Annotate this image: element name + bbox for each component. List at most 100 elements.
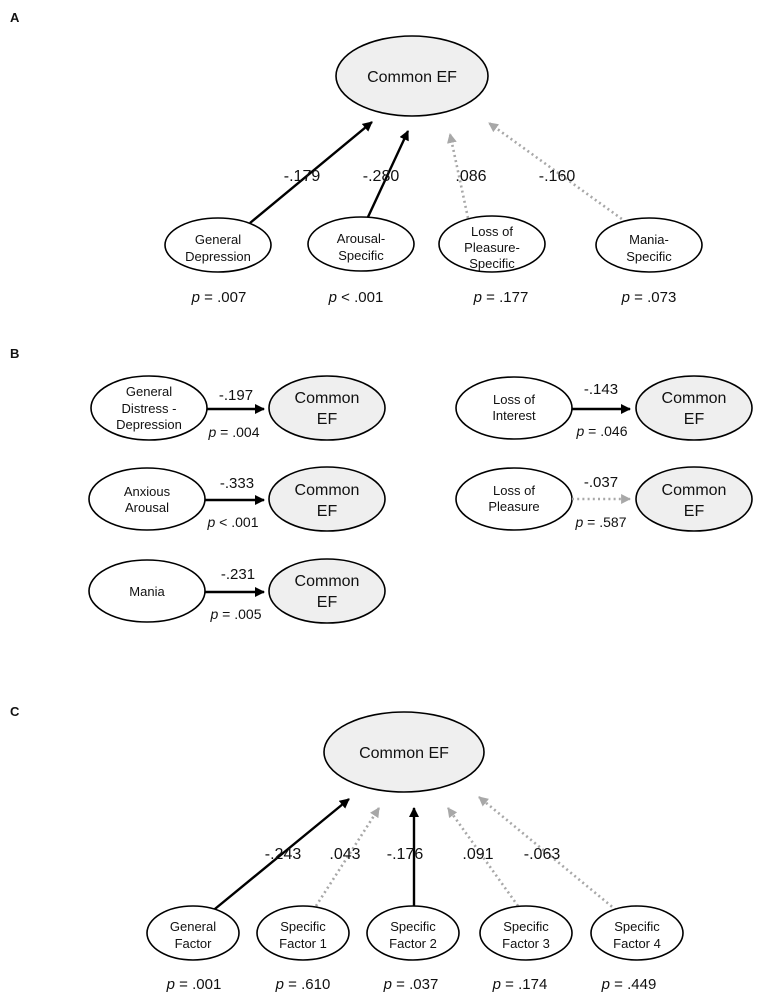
panel-a-pvalue-3-value: = .177 <box>482 289 528 306</box>
panel-c-factor-4-label-line-2: Factor 3 <box>502 936 550 951</box>
panel-c-factor-specific-2 <box>366 905 460 961</box>
panel-a-factor-3-label-line-3: Specific <box>469 256 515 271</box>
panel-b-model-4-target-line-2: EF <box>684 411 705 428</box>
panel-b-model-2-label-line-1: Anxious <box>124 484 171 499</box>
panel-b-model-2-label-line-2: Arousal <box>125 500 169 515</box>
panel-c-pvalue-1: p = .001 <box>166 976 222 993</box>
panel-a-pvalue-4-value: = .073 <box>630 289 676 306</box>
panel-c-factor-5-label-line-2: Factor 4 <box>613 936 661 951</box>
panel-a-factor-2-label-line-1: Arousal- <box>337 231 385 246</box>
panel-c-path-1 <box>209 798 350 914</box>
panel-a-coef-4: -.160 <box>539 168 576 185</box>
panel-a-common-ef-node <box>335 35 489 117</box>
panel-b-model-1-common-ef-node <box>268 375 386 441</box>
panel-a-factor-4-label-line-1: Mania- <box>629 232 669 247</box>
panel-c: Common EF -.243 .043 -.176 .091 -.063 Ge… <box>146 711 684 993</box>
panel-b-model-5-target-line-1: Common <box>662 482 727 499</box>
panel-c-coef-4: .091 <box>462 846 493 863</box>
panel-b-model-3-pvalue-value: = .005 <box>218 606 261 622</box>
panel-a-factor-1-label-line-1: General <box>195 232 241 247</box>
panel-c-path-2 <box>314 807 381 907</box>
panel-b-model-2-pvalue-prefix: p <box>207 514 216 530</box>
panel-b-model-4-label-line-1: Loss of <box>493 392 535 407</box>
panel-c-pvalue-3-prefix: p <box>383 976 392 993</box>
panel-b-model-4-pvalue: p = .046 <box>576 423 628 439</box>
panel-c-pvalue-1-prefix: p <box>166 976 175 993</box>
panel-c-pvalue-2-prefix: p <box>275 976 284 993</box>
panel-b-model-5-pvalue-value: = .587 <box>583 514 626 530</box>
panel-a-factor-3-label-line-1: Loss of <box>471 224 513 239</box>
panel-a-pvalue-4: p = .073 <box>621 289 677 306</box>
panel-a-label: A <box>10 10 20 25</box>
panel-a-factor-mania-specific <box>595 217 703 273</box>
panel-b: General Distress - Depression -.197 p = … <box>88 375 753 624</box>
panel-a-coef-3: .086 <box>455 168 486 185</box>
panel-b-model-5-label-line-2: Pleasure <box>488 499 539 514</box>
panel-b-model-2-pvalue-value: < .001 <box>215 514 258 530</box>
panel-b-model-5-pvalue: p = .587 <box>575 514 627 530</box>
panel-b-model-2-target-line-2: EF <box>317 503 338 520</box>
panel-b-model-3-coef: -.231 <box>221 566 255 583</box>
panel-b-model-1-pvalue: p = .004 <box>208 424 260 440</box>
panel-b-model-5-pvalue-prefix: p <box>575 514 584 530</box>
panel-a-factor-3-label-line-2: Pleasure- <box>464 240 520 255</box>
panel-c-path-4 <box>446 807 520 907</box>
panel-c-common-ef-node <box>323 711 485 793</box>
panel-b-model-3-label-line-1: Mania <box>129 584 165 599</box>
panel-b-model-5-label-line-1: Loss of <box>493 483 535 498</box>
panel-b-model-4-coef: -.143 <box>584 381 618 398</box>
panel-b-model-3-target-line-1: Common <box>295 573 360 590</box>
panel-c-common-ef-label: Common EF <box>359 745 449 762</box>
panel-b-model-2-common-ef-node <box>268 466 386 532</box>
panel-c-pvalue-3: p = .037 <box>383 976 439 993</box>
panel-b-model-3-common-ef-node <box>268 558 386 624</box>
panel-b-model-4-pvalue-prefix: p <box>576 423 585 439</box>
panel-b-model-4-pvalue-value: = .046 <box>584 423 627 439</box>
panel-c-factor-specific-1 <box>256 905 350 961</box>
panel-b-factor-anxious-arousal <box>88 467 206 531</box>
panel-b-model-1-target-line-1: Common <box>295 390 360 407</box>
panel-a-pvalue-3: p = .177 <box>473 289 529 306</box>
panel-b-model-4-common-ef-node <box>635 375 753 441</box>
panel-a-pvalue-1-prefix: p <box>191 289 200 306</box>
panel-c-pvalue-4-value: = .174 <box>501 976 547 993</box>
panel-b-model-5-coef: -.037 <box>584 474 618 491</box>
panel-c-coef-2: .043 <box>329 846 360 863</box>
panel-a-pvalue-3-prefix: p <box>473 289 482 306</box>
panel-b-model-4-label-line-2: Interest <box>492 408 536 423</box>
panel-b-model-5-target-line-2: EF <box>684 503 705 520</box>
panel-a-pvalue-1: p = .007 <box>191 289 247 306</box>
panel-b-model-1-target-line-2: EF <box>317 411 338 428</box>
panel-c-pvalue-3-value: = .037 <box>392 976 438 993</box>
panel-c-pvalue-1-value: = .001 <box>175 976 221 993</box>
panel-c-coef-5: -.063 <box>524 846 561 863</box>
panel-c-pvalue-2-value: = .610 <box>284 976 330 993</box>
panel-b-model-3-pvalue-prefix: p <box>210 606 219 622</box>
panel-a-factor-general-depression <box>164 217 272 273</box>
panel-c-factor-3-label-line-1: Specific <box>390 919 436 934</box>
panel-b-model-3-target-line-2: EF <box>317 594 338 611</box>
panel-c-path-5 <box>478 795 617 912</box>
panel-c-factor-1-label-line-1: General <box>170 919 216 934</box>
panel-a-pvalue-1-value: = .007 <box>200 289 246 306</box>
panel-a-path-3 <box>447 133 470 219</box>
panel-b-model-4-target-line-1: Common <box>662 390 727 407</box>
panel-a: Common EF -.179 -.280 .086 -.160 General… <box>164 35 703 306</box>
panel-c-pvalue-2: p = .610 <box>275 976 331 993</box>
panel-c-coef-3: -.176 <box>387 846 424 863</box>
panel-a-path-4 <box>488 121 627 224</box>
panel-c-factor-5-label-line-1: Specific <box>614 919 660 934</box>
panel-c-pvalue-5: p = .449 <box>601 976 657 993</box>
panel-b-model-5-common-ef-node <box>635 466 753 532</box>
panel-c-factor-general <box>146 905 240 961</box>
panel-c-coef-1: -.243 <box>265 846 302 863</box>
panel-c-label: C <box>10 704 20 719</box>
panel-c-factor-3-label-line-2: Factor 2 <box>389 936 437 951</box>
panel-a-factor-2-label-line-2: Specific <box>338 248 384 263</box>
panel-a-pvalue-4-prefix: p <box>621 289 630 306</box>
panel-b-model-1-pvalue-value: = .004 <box>216 424 259 440</box>
panel-a-coef-1: -.179 <box>284 168 321 185</box>
panel-c-factor-specific-4 <box>590 905 684 961</box>
panel-a-factor-arousal-specific <box>307 216 415 272</box>
panel-b-model-1-label-line-2: Distress - <box>122 401 177 416</box>
